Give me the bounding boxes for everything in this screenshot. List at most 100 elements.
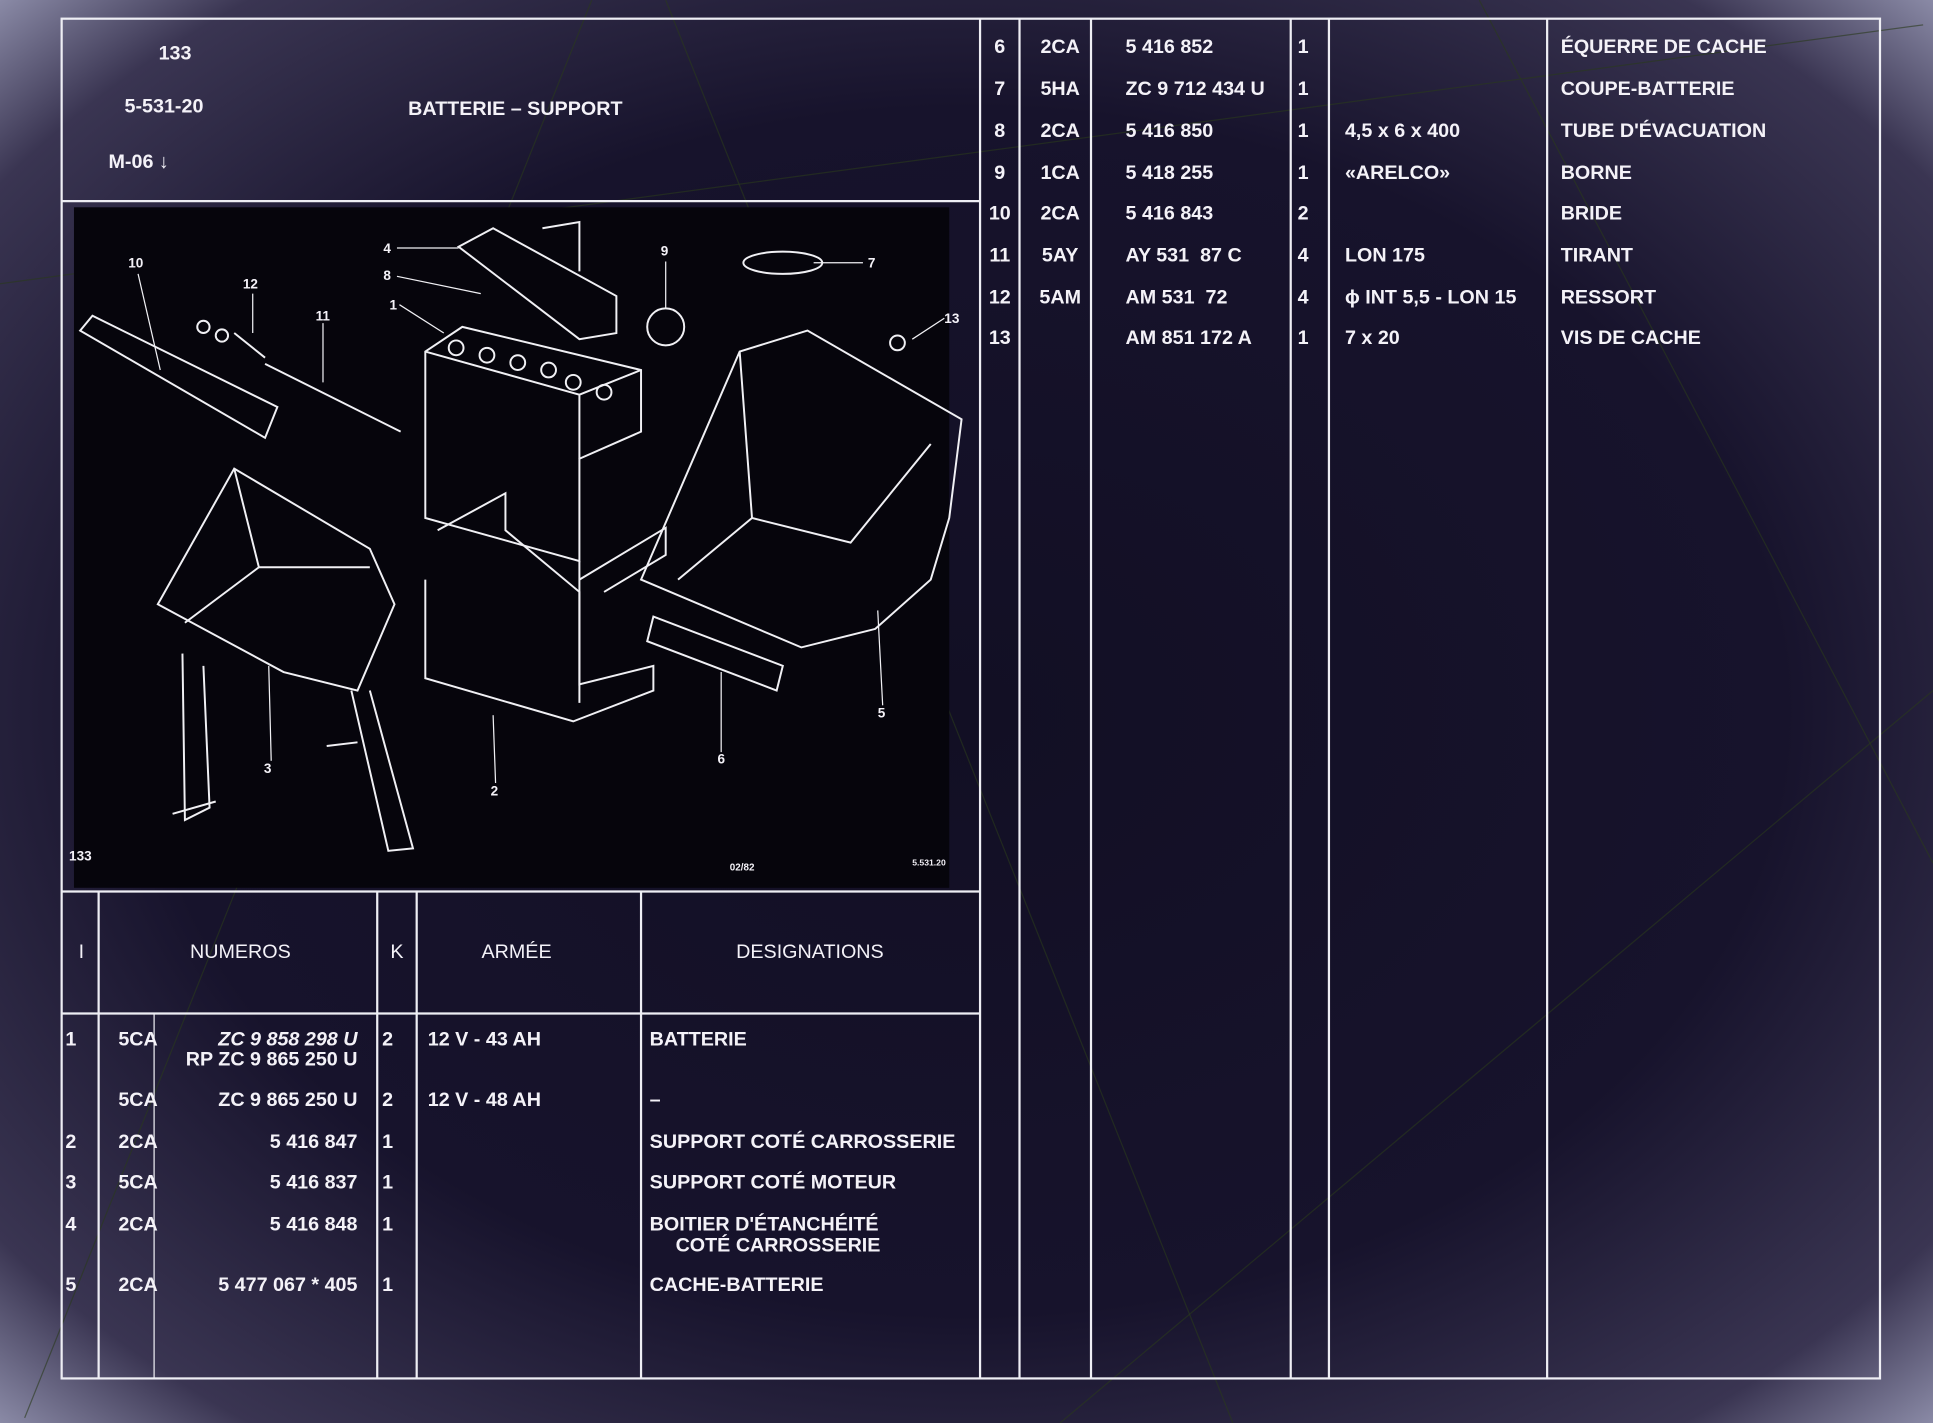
table-row: 5CA ZC 9 865 250 U 2 12 V - 48 AH – [118, 1089, 660, 1111]
table-row: 5 2CA 5 477 067 * 405 1 CACHE-BATTERIE [65, 1274, 823, 1296]
row-designation-cont: COTÉ CARROSSERIE [676, 1233, 881, 1256]
row-code: 2CA [1040, 203, 1079, 225]
row-index: 12 [989, 286, 1011, 308]
row-designation: BORNE [1561, 162, 1632, 184]
row-designation: – [650, 1089, 661, 1111]
date-stamp: 02/82 [730, 863, 755, 874]
row-armee: 12 V - 48 AH [428, 1089, 541, 1111]
diagram-ref-label: 5.531.20 [912, 858, 946, 868]
row-armee: 4,5 x 6 x 400 [1345, 120, 1460, 142]
battery [424, 325, 643, 563]
row-quantity: 1 [1298, 78, 1309, 100]
row-index: 2 [65, 1131, 76, 1153]
row-numero: 5 416 837 [270, 1172, 358, 1194]
row-designation: BATTERIE [650, 1029, 747, 1051]
callout-2: 2 [491, 783, 499, 798]
row-quantity: 2 [382, 1089, 393, 1111]
row-code: 2CA [1040, 36, 1079, 58]
row-index: 7 [994, 78, 1005, 100]
battery-cover [639, 329, 963, 692]
row-armee: 12 V - 43 AH [428, 1029, 541, 1051]
row-quantity: 4 [1298, 245, 1309, 267]
row-quantity: 1 [382, 1172, 393, 1194]
row-numero-alt: RP ZC 9 865 250 U [186, 1048, 358, 1070]
row-designation: TIRANT [1561, 245, 1633, 267]
row-armee: ϕ INT 5,5 - LON 15 [1345, 286, 1517, 308]
exploded-diagram: 1 2 3 4 5 6 7 8 9 10 11 12 13 133 02/82 … [69, 207, 963, 888]
header-k: K [390, 941, 403, 963]
table-grid [60, 17, 1882, 1380]
row-code: 5CA [118, 1089, 157, 1111]
diagram-page-label: 133 [69, 849, 92, 864]
row-code: 5CA [118, 1172, 157, 1194]
row-numero: ZC 9 865 250 U [218, 1089, 357, 1111]
row-quantity: 2 [1298, 203, 1309, 225]
row-code: 1CA [1040, 162, 1079, 184]
row-quantity: 1 [1298, 36, 1309, 58]
row-numero: 5 416 850 [1126, 120, 1214, 142]
row-code: 2CA [118, 1214, 157, 1236]
row-numero: 5 477 067 * 405 [218, 1274, 357, 1296]
row-code: 5AM [1039, 286, 1081, 308]
callout-4: 4 [383, 241, 391, 256]
row-quantity: 1 [1298, 120, 1309, 142]
row-quantity: 1 [382, 1274, 393, 1296]
callout-12: 12 [243, 277, 258, 292]
row-armee: 7 x 20 [1345, 327, 1400, 349]
callout-7: 7 [868, 256, 876, 271]
support-engine-side [156, 467, 415, 852]
row-index: 11 [989, 245, 1010, 267]
row-numero: AM 531 72 [1126, 286, 1228, 308]
row-numero: 5 418 255 [1126, 162, 1214, 184]
row-quantity: 1 [382, 1131, 393, 1153]
row-code: 2CA [118, 1131, 157, 1153]
row-designation: TUBE D'ÉVACUATION [1561, 119, 1767, 142]
callout-8: 8 [383, 268, 391, 283]
row-numero: AM 851 172 A [1126, 327, 1252, 349]
reference-number: 5-531-20 [124, 95, 203, 117]
row-index: 4 [65, 1214, 76, 1236]
callout-1: 1 [390, 298, 398, 313]
callout-10: 10 [128, 256, 143, 271]
row-numero: 5 416 843 [1126, 203, 1214, 225]
header-i: I [79, 941, 84, 963]
header-designations: DESIGNATIONS [736, 941, 884, 963]
row-index: 9 [994, 162, 1005, 184]
row-numero: ZC 9 858 298 U [217, 1029, 358, 1051]
row-quantity: 1 [1298, 162, 1309, 184]
diagram-panel [73, 207, 950, 888]
model-code: M-06 ↓ [108, 151, 168, 173]
header-armee: ARMÉE [481, 940, 551, 963]
table-header: I NUMEROS K ARMÉE DESIGNATIONS [79, 940, 884, 963]
row-index: 8 [994, 120, 1005, 142]
row-designation: ÉQUERRE DE CACHE [1561, 35, 1767, 58]
callout-lines [137, 247, 945, 784]
row-designation: COUPE-BATTERIE [1561, 78, 1735, 100]
callout-6: 6 [717, 751, 725, 766]
row-index: 13 [989, 327, 1011, 349]
callout-3: 3 [264, 761, 272, 776]
callout-9: 9 [661, 243, 669, 258]
row-quantity: 1 [382, 1214, 393, 1236]
row-quantity: 4 [1298, 286, 1309, 308]
table-row: 9 1CA 5 418 255 1 «ARELCO» BORNE [994, 162, 1632, 184]
row-armee: «ARELCO» [1345, 162, 1450, 184]
row-quantity: 1 [1298, 327, 1309, 349]
row-code: 2CA [118, 1274, 157, 1296]
row-designation: CACHE-BATTERIE [650, 1274, 824, 1296]
row-numero: AY 531 87 C [1126, 245, 1242, 267]
row-numero: 5 416 847 [270, 1131, 358, 1153]
left-table-body: 1 5CA ZC 9 858 298 URP ZC 9 865 250 U 2 12 V… [65, 1029, 955, 1296]
row-index: 5 [65, 1274, 76, 1296]
clamp-and-rods [78, 220, 906, 440]
